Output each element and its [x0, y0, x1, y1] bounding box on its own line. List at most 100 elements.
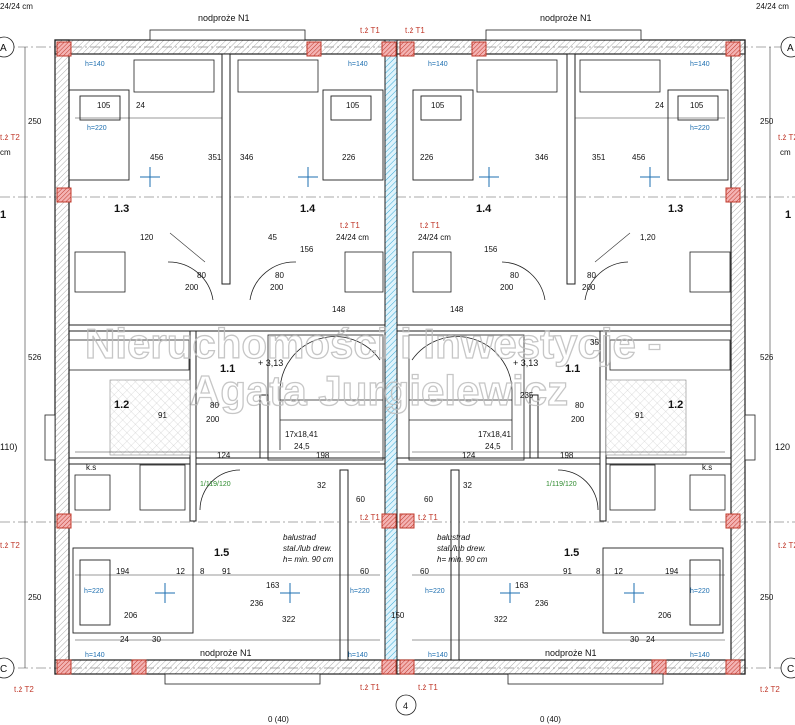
dim-346-left: 346: [240, 153, 254, 162]
dim-198-left: 198: [316, 451, 330, 460]
window-small-left: 1/119/120: [200, 481, 231, 488]
h220-d: h=220: [350, 588, 370, 595]
dim-351-right: 351: [592, 153, 606, 162]
dim-80-c: 80: [510, 271, 519, 280]
dim-250-bl: 250: [28, 593, 42, 602]
windows: [44, 29, 756, 685]
bathroom-tiles-right: [605, 379, 687, 456]
dim-12-right: 12: [614, 567, 623, 576]
dim-80-a: 80: [197, 271, 206, 280]
dim-105-left: 105: [97, 101, 111, 110]
lintel-bottom-left: nodproże N1: [200, 648, 252, 658]
balustrade-left-3: h= min. 90 cm: [283, 555, 334, 564]
axis-a-left: A: [0, 43, 7, 54]
side-110: 110): [0, 442, 17, 452]
axis-bubbles: [0, 36, 795, 716]
dim-8-left: 8: [200, 567, 205, 576]
dim-60-a: 60: [356, 495, 365, 504]
dim-200-c: 200: [500, 283, 514, 292]
stairs-width-right: 24,5: [485, 442, 501, 451]
cm-left: cm: [0, 148, 11, 157]
furniture: [68, 59, 731, 511]
dim-200-d: 200: [582, 283, 596, 292]
room-label-14-left: 1.4: [300, 203, 316, 215]
level-mark-right: + 3,13: [513, 358, 538, 368]
dim-80-d: 80: [587, 271, 596, 280]
dim-346-right: 346: [535, 153, 549, 162]
tz-t1-top-right: t.ż T1: [405, 26, 425, 35]
axis-c-right: C: [787, 664, 794, 675]
h220-c: h=220: [84, 588, 104, 595]
level-mark-left: + 3,13: [258, 358, 283, 368]
dim-206-left: 206: [124, 611, 138, 620]
dim-60-c: 60: [360, 567, 369, 576]
dim-150-mid: 150: [391, 611, 405, 620]
beds: [68, 89, 729, 634]
dim-45-left: 45: [268, 233, 277, 242]
h220-e: h=220: [425, 588, 445, 595]
room-label-13-right: 1.3: [668, 203, 683, 215]
balustrade-right-2: stal./lub drew.: [437, 544, 486, 553]
window-small-right: 1/119/120: [546, 481, 577, 488]
dim-156-right: 156: [484, 245, 498, 254]
cm-right: cm: [780, 148, 791, 157]
axis-1-right: 1: [785, 209, 791, 221]
tz-t2-left-bottom: t.ż T2: [0, 541, 20, 550]
dim-60-d: 60: [420, 567, 429, 576]
room-label-15-left: 1.5: [214, 547, 229, 559]
dim-226-left: 226: [342, 153, 356, 162]
dim-120-left: 120: [140, 233, 154, 242]
lintel-top-right: nodproże N1: [540, 13, 592, 23]
watermark-line1: Nieruchomości i Inwestycje -: [85, 320, 662, 367]
interior-walls: [68, 53, 732, 661]
tz-t1-low-right: t.ż T1: [418, 513, 438, 522]
tz-t2-right-top: t.ż T2: [778, 133, 795, 142]
dim-235-right: 235: [520, 391, 534, 400]
tz-t2-left-top: t.ż T2: [0, 133, 20, 142]
dim-124-right: 124: [462, 451, 476, 460]
dim-200-e: 200: [206, 415, 220, 424]
dim-24-d: 24: [646, 635, 655, 644]
wall-label-top-right: 24/24 cm: [756, 2, 789, 11]
tz-t1-low-left: t.ż T1: [360, 513, 380, 522]
dim-526-right: 526: [760, 353, 774, 362]
room-label-12-right: 1.2: [668, 399, 683, 411]
balustrade-left-1: balustrad: [283, 533, 316, 542]
dim-35-right: 35: [590, 338, 599, 347]
dim-105-b: 105: [431, 101, 445, 110]
tz-t1-top-left: t.ż T1: [360, 26, 380, 35]
dim-91-b: 91: [635, 411, 644, 420]
dim-148-right: 148: [450, 305, 464, 314]
wall-2424-mid-left: 24/24 cm: [336, 233, 369, 242]
dim-200-b: 200: [270, 283, 284, 292]
h140-f: h=140: [348, 652, 368, 659]
dim-206-right: 206: [658, 611, 672, 620]
ks-right: k.s: [702, 463, 712, 472]
balustrade-left-2: stal./lub drew.: [283, 544, 332, 553]
dim-12-left: 12: [176, 567, 185, 576]
dim-194-right: 194: [665, 567, 679, 576]
h140-a: h=140: [85, 61, 105, 68]
tz-t2-left-foot: t.ż T2: [14, 685, 34, 694]
light-markers: [140, 167, 660, 603]
dim-198-right: 198: [560, 451, 574, 460]
room-label-12-left: 1.2: [114, 399, 129, 411]
columns: [56, 41, 741, 675]
tz-t1-mid-right: t.ż T1: [420, 221, 440, 230]
room-label-15-right: 1.5: [564, 547, 579, 559]
dim-236-right: 236: [535, 599, 549, 608]
dim-91-c: 91: [222, 567, 231, 576]
h140-b: h=140: [348, 61, 368, 68]
room-label-14-right: 1.4: [476, 203, 492, 215]
side-120: 120: [775, 442, 790, 452]
dim-200-a: 200: [185, 283, 199, 292]
wall-label-top-left: 24/24 cm: [0, 2, 33, 11]
axis-4: 4: [403, 701, 408, 711]
dim-194-left: 194: [116, 567, 130, 576]
dim-351-left: 351: [208, 153, 222, 162]
dim-24-b: 24: [655, 101, 664, 110]
dimension-values: 105 105 105 105 24 24 456 351 346 226 22…: [28, 101, 774, 644]
dim-32-a: 32: [317, 481, 326, 490]
balustrade-right-1: balustrad: [437, 533, 470, 542]
